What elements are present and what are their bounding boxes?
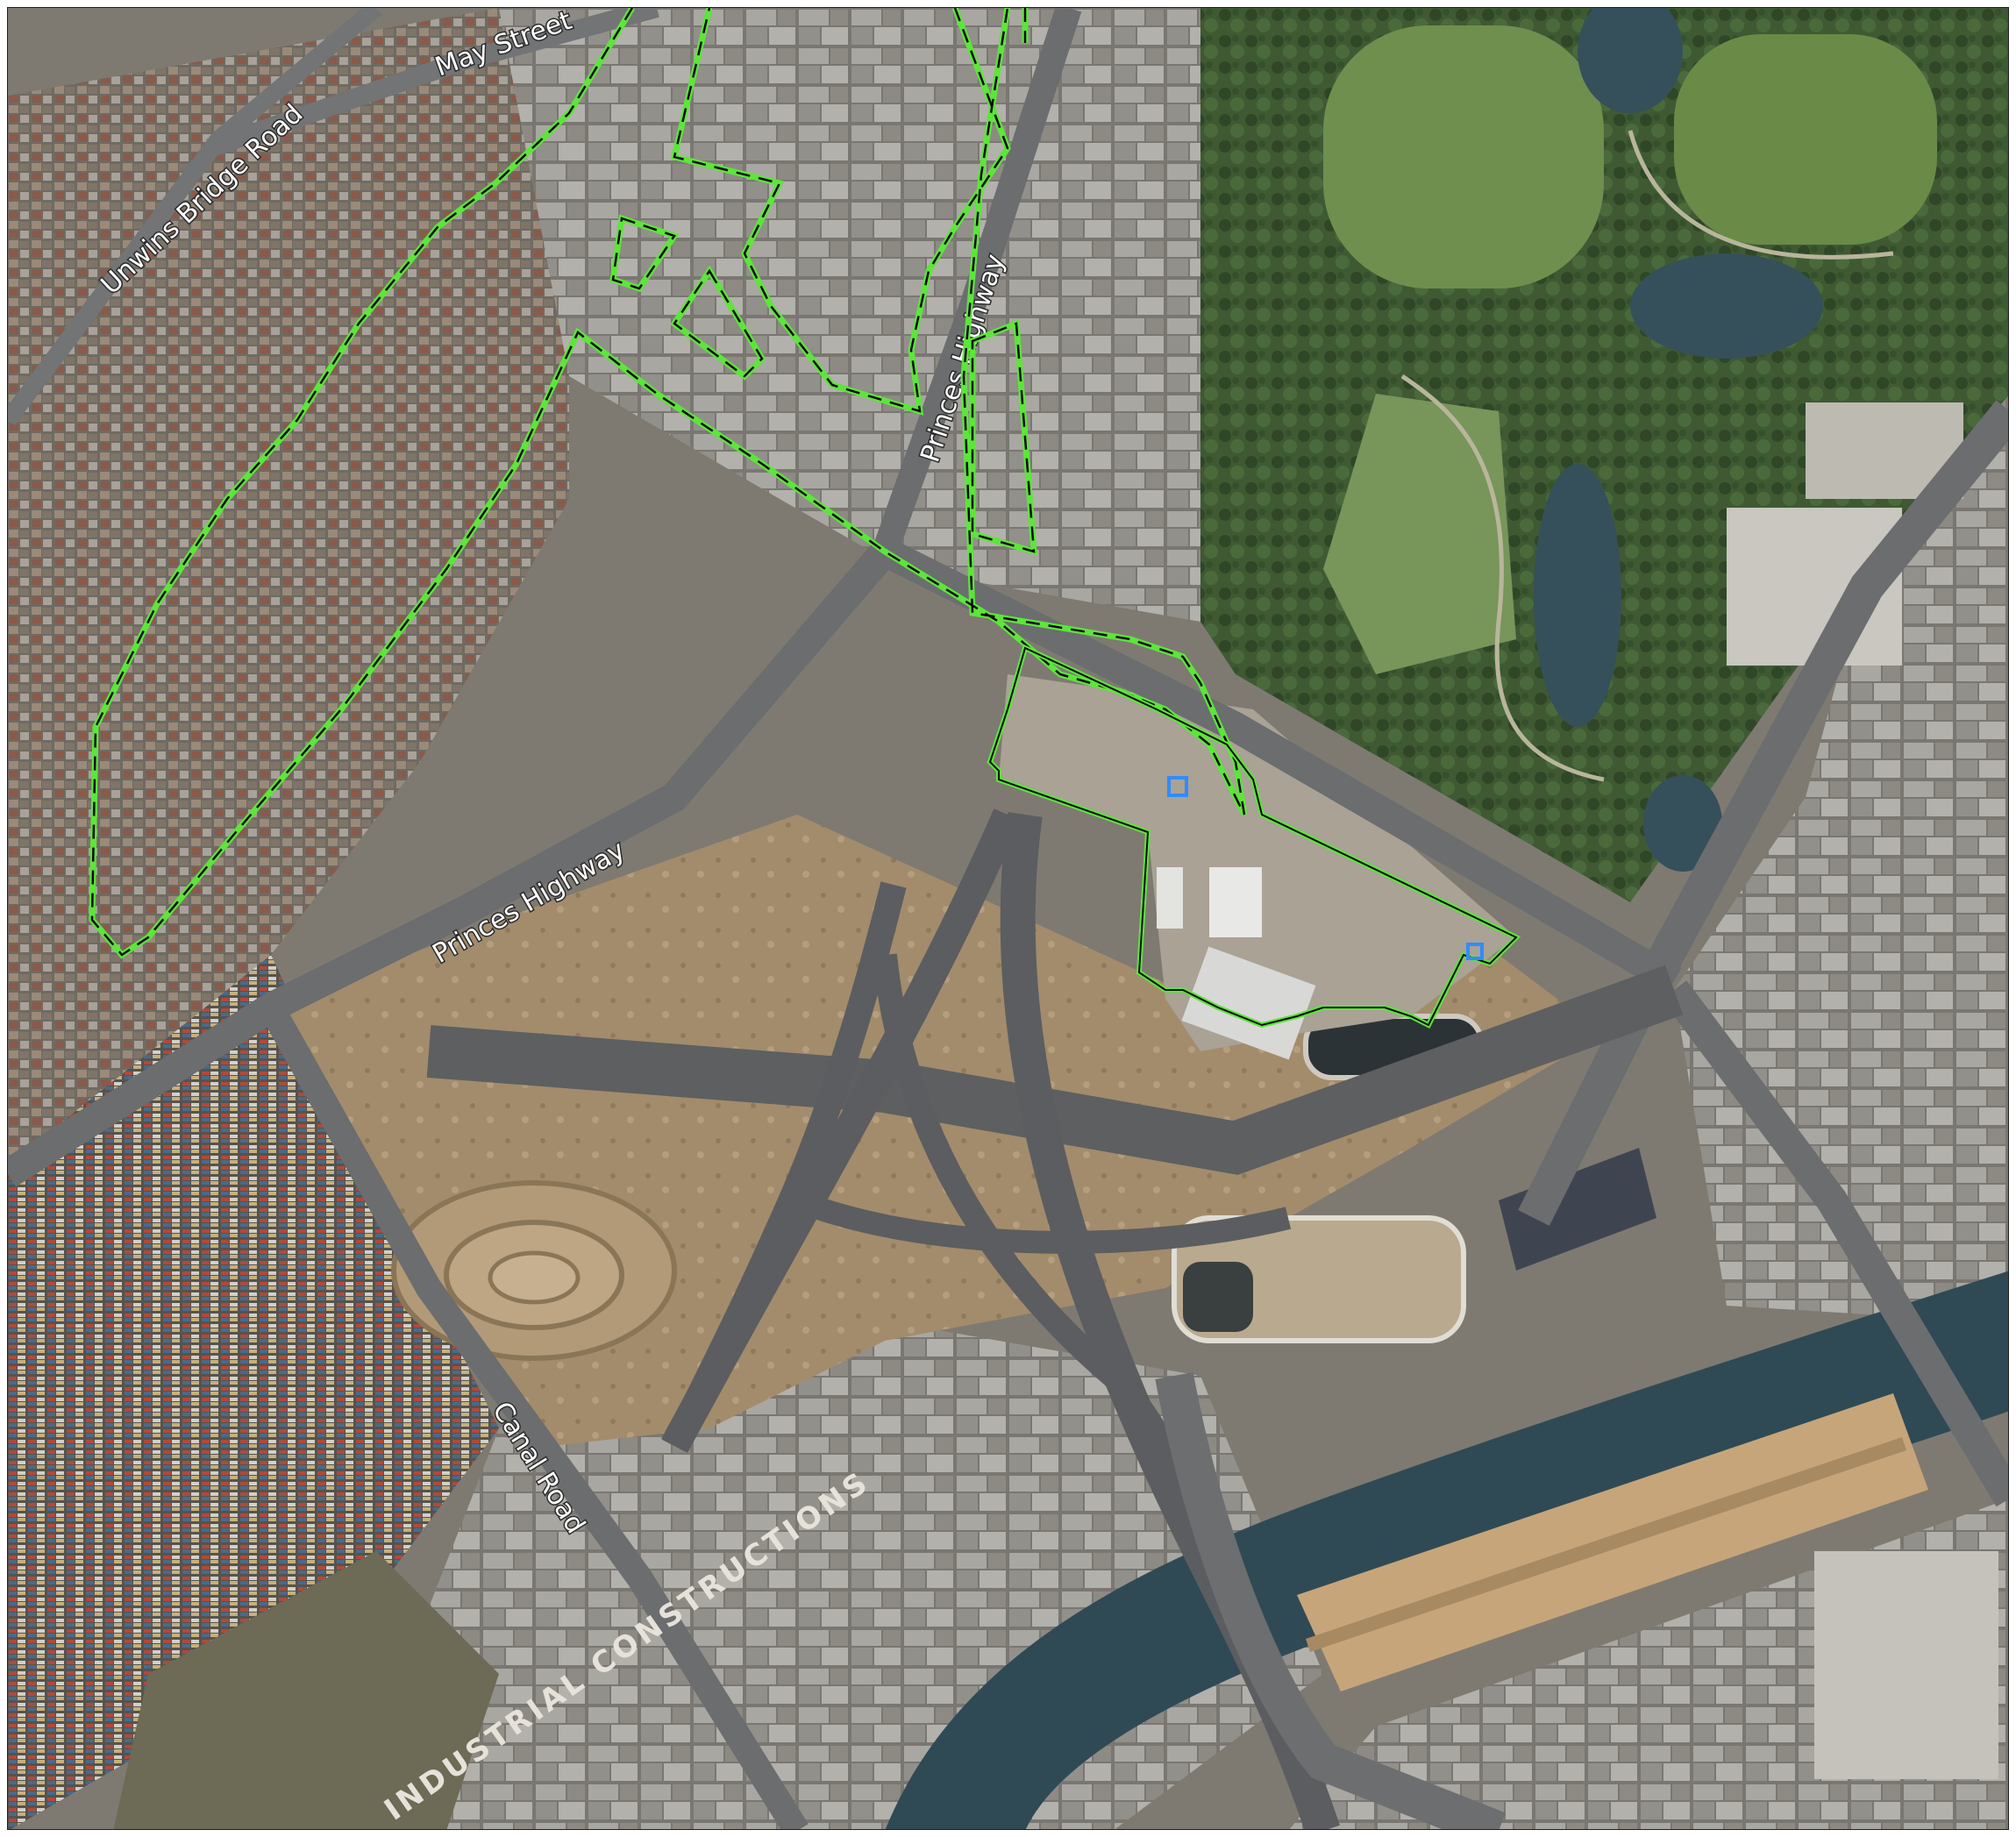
residential-suburb-area bbox=[8, 8, 569, 1165]
compound-shed bbox=[1157, 867, 1183, 929]
pond bbox=[1643, 775, 1722, 872]
terraced-mound bbox=[488, 1250, 581, 1305]
road-east-southbound bbox=[1661, 980, 2008, 1507]
shed-roof-stripe bbox=[1306, 1437, 1906, 1652]
site-boundary-icon bbox=[987, 644, 1521, 1029]
port-container-yard bbox=[8, 955, 499, 1829]
compound-shed bbox=[1181, 946, 1316, 1060]
road-unwins-bridge bbox=[8, 8, 382, 425]
vacant-land bbox=[113, 1551, 499, 1829]
park-lawn bbox=[1323, 394, 1516, 674]
park-path bbox=[1400, 374, 1605, 782]
park-lawn bbox=[1674, 34, 1937, 245]
road-canal-road bbox=[259, 1000, 809, 1829]
blue-square-marker-icon bbox=[1167, 776, 1484, 960]
detention-basin-water bbox=[1183, 1262, 1253, 1332]
pond bbox=[1630, 253, 1823, 359]
park-lawn bbox=[1323, 25, 1604, 288]
road-may-street bbox=[206, 8, 659, 158]
aerial-map[interactable]: May Street Unwins Bridge Road Princes Hi… bbox=[7, 7, 2009, 1830]
bridge-over-river bbox=[1155, 1371, 1507, 1829]
office-building bbox=[1499, 1148, 1656, 1271]
construction-compound bbox=[999, 674, 1516, 1051]
compound-shed bbox=[1209, 867, 1262, 937]
dashed-boundary-icon bbox=[89, 8, 1248, 959]
study-area-boundary-dash bbox=[90, 8, 1246, 957]
motorway-ramp bbox=[793, 1189, 1292, 1254]
warehouse bbox=[1814, 1551, 1998, 1779]
motorway-ramp bbox=[662, 881, 907, 1452]
pond bbox=[1578, 8, 1683, 113]
site-boundary-inner bbox=[988, 646, 1518, 1027]
park-path bbox=[1628, 130, 1894, 260]
pond bbox=[1534, 464, 1621, 727]
road-east-arterial bbox=[1518, 400, 2008, 1226]
map-canvas[interactable]: May Street Unwins Bridge Road Princes Hi… bbox=[8, 8, 2009, 1830]
site-marker[interactable] bbox=[1167, 776, 1188, 797]
motorway-mainline bbox=[426, 965, 1684, 1175]
site-marker[interactable] bbox=[1466, 943, 1484, 960]
